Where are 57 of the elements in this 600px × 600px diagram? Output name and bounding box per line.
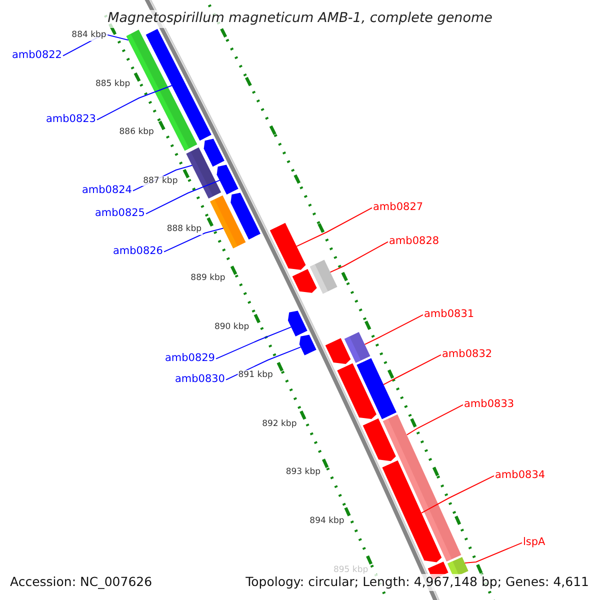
gene-label: amb0827: [373, 202, 424, 212]
info-text: Accession: NC_007626: [8, 574, 154, 590]
gene-bar: [230, 192, 260, 240]
position-label: 892 kbp: [261, 418, 298, 430]
position-label: 890 kbp: [213, 322, 250, 332]
leader-line: [296, 207, 372, 247]
gene-bar: [382, 460, 442, 562]
gene-label: amb0825: [94, 208, 145, 218]
leader-line: [421, 475, 494, 514]
gene-bar: [344, 332, 370, 363]
position-label: 886 kbp: [118, 127, 155, 138]
position-label: 888 kbp: [166, 224, 202, 235]
position-label: 891 kbp: [237, 370, 274, 381]
position-label: 893 kbp: [284, 467, 322, 478]
position-label: 894 kbp: [308, 516, 346, 526]
gene-bar: [382, 414, 462, 562]
leader-line: [464, 542, 522, 564]
gene-bar: [204, 138, 224, 167]
position-label: 887 kbp: [142, 176, 179, 186]
leader-line: [226, 346, 302, 380]
gene-bar: [270, 222, 306, 270]
position-label: 895 kbp: [332, 564, 370, 576]
gene-bar: [362, 418, 396, 462]
leader-line: [364, 314, 424, 345]
position-label: 889 kbp: [190, 273, 226, 284]
gene-label: amb0822: [12, 50, 62, 60]
gene-bar: [216, 164, 238, 195]
gene-bar: [310, 260, 338, 294]
gene-label: lspA: [523, 537, 546, 548]
info-text: Topology: circular; Length: 4,967,148 bp; Genes: 4,611: [244, 574, 591, 590]
leader-line: [146, 180, 220, 214]
leader-line: [330, 241, 388, 273]
gene-label: amb0830: [174, 374, 225, 384]
gene-label: amb0829: [164, 353, 215, 364]
gene-bar: [186, 147, 222, 199]
gene-label: amb0831: [424, 309, 474, 320]
gene-label: amb0832: [442, 349, 492, 360]
position-label: 884 kbp: [70, 30, 108, 40]
gene-bar: [292, 269, 317, 293]
gene-bar: [325, 338, 351, 364]
gene-label: amb0824: [82, 185, 132, 196]
leader-line: [406, 404, 464, 436]
gene-bar: [299, 334, 316, 356]
gene-bar: [288, 310, 308, 336]
leader-line: [96, 84, 172, 120]
gene-bar: [356, 358, 396, 420]
gene-bar: [210, 195, 246, 248]
gene-label: amb0834: [495, 470, 546, 480]
gene-label: amb0823: [46, 114, 96, 124]
leader-line: [383, 354, 442, 386]
leader-line: [216, 326, 292, 360]
position-label: 885 kbp: [94, 78, 132, 90]
gene-label: amb0826: [112, 246, 163, 256]
gene-bar: [337, 363, 376, 420]
gene-label: amb0833: [464, 399, 514, 410]
leader-line: [164, 228, 224, 252]
gene-label: amb0828: [389, 236, 440, 246]
